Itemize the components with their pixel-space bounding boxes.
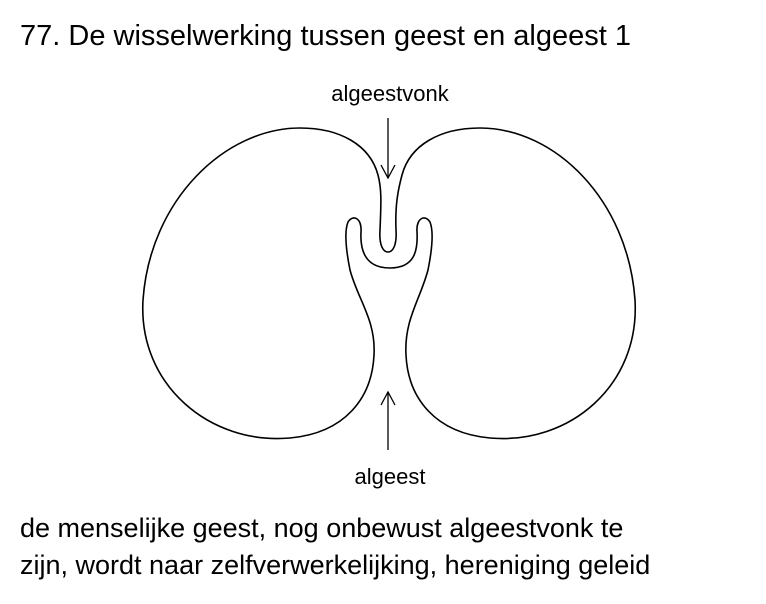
- arrow-up-bottom: [380, 390, 396, 450]
- page-title: 77. De wisselwerking tussen geest en alg…: [20, 20, 631, 52]
- caption: de menselijke geest, nog onbewust algees…: [20, 510, 650, 584]
- caption-line-1: de menselijke geest, nog onbewust algees…: [20, 513, 624, 543]
- outer-shape: [142, 127, 636, 440]
- label-algeest: algeest: [354, 464, 426, 489]
- arrow-down-top: [380, 118, 396, 180]
- label-algeestvonk: algeestvonk: [331, 81, 449, 106]
- caption-line-2: zijn, wordt naar zelfverwerkelijking, he…: [20, 550, 651, 580]
